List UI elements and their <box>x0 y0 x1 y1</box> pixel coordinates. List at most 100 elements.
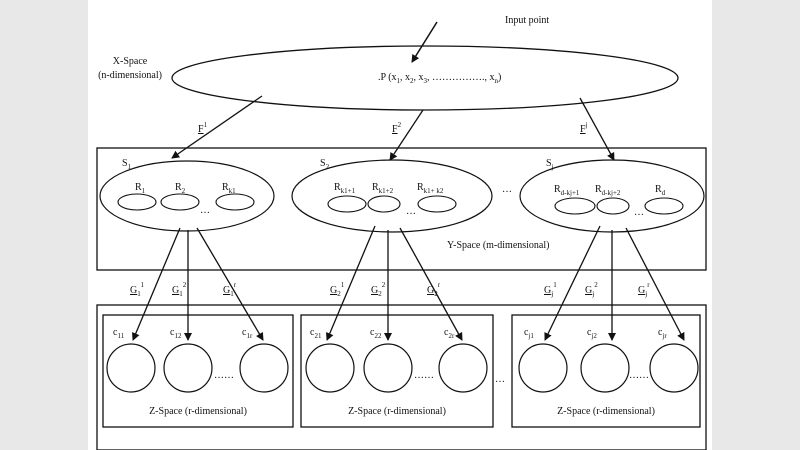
svg-text:c21: c21 <box>310 327 322 340</box>
rk1-base: R <box>222 182 229 193</box>
svg-text:cj2: cj2 <box>587 327 597 340</box>
rdkj1-base: R <box>554 184 561 195</box>
g1-2-label: G12 <box>172 281 187 298</box>
c2r-base: c <box>444 327 449 338</box>
svg-text:c12: c12 <box>170 327 182 340</box>
rdkj2-base: R <box>595 184 602 195</box>
svg-text:S2: S2 <box>320 158 330 171</box>
point-x2-sub: 2 <box>410 77 414 85</box>
sj-sub: j <box>551 163 554 171</box>
z-box-1-dots: …… <box>214 370 234 381</box>
f2-base: F <box>392 124 398 135</box>
c2r-circle <box>438 343 488 393</box>
g2-r-arrow <box>399 227 463 341</box>
rd-sub: d <box>662 189 666 197</box>
svg-text:Rd-kj+1: Rd-kj+1 <box>554 184 580 197</box>
svg-text:Sj: Sj <box>546 158 554 171</box>
svg-text:c2r: c2r <box>444 327 455 340</box>
rk1p2-base: R <box>372 182 379 193</box>
input-point-arrow <box>411 21 438 63</box>
f-label-2: F2 <box>392 121 402 135</box>
svg-text:cjr: cjr <box>658 327 667 340</box>
sj-dots: … <box>634 207 644 218</box>
cj1-sub: j1 <box>527 332 534 340</box>
g2-r-label: G2r <box>427 281 441 298</box>
point-x3-sub: 3 <box>424 77 428 85</box>
c12-base: c <box>170 327 175 338</box>
svg-text:c11: c11 <box>113 327 125 340</box>
r1-ellipse <box>117 193 157 211</box>
f1-sup: 1 <box>204 121 208 129</box>
right-side-bar <box>712 0 800 450</box>
s1-sub: 1 <box>128 163 132 171</box>
c22-circle <box>363 343 413 393</box>
z-box-1-frame <box>102 314 294 428</box>
z-space-between-dots: … <box>495 374 505 385</box>
r2-sub: 2 <box>182 187 186 195</box>
svg-text:Rk1+1: Rk1+1 <box>334 182 356 195</box>
c11-sub: 11 <box>117 332 124 340</box>
s1-group: S1 R1 R2 Rk1 … <box>99 158 275 232</box>
point-sep1: , x <box>400 72 410 83</box>
r2-ellipse <box>160 193 200 211</box>
cjr-circle <box>649 343 699 393</box>
g2-1-arrow <box>326 225 376 341</box>
svg-text:cj1: cj1 <box>524 327 534 340</box>
g1-r-arrow <box>196 227 264 341</box>
point-prefix: .P (x <box>378 72 397 83</box>
x-space-point: .P (x1, x2, x3, ……………., xn) <box>378 72 501 85</box>
c22-sub: 22 <box>374 332 382 340</box>
point-x1-sub: 1 <box>397 77 401 85</box>
svg-text:Fj: Fj <box>580 121 588 135</box>
y-space-label: Y-Space (m-dimensional) <box>447 240 549 251</box>
gj-1-arrow <box>544 225 601 341</box>
point-xn-sub: n <box>495 77 499 85</box>
z-box-1-label: Z-Space (r-dimensional) <box>149 406 247 417</box>
sj-name: S <box>546 158 552 169</box>
svg-text:c1r: c1r <box>242 327 253 340</box>
c1r-circle <box>239 343 289 393</box>
cjr-sub: jr <box>661 332 667 340</box>
rk1p2-ellipse <box>367 195 401 213</box>
cj1-circle <box>518 343 568 393</box>
s1-dots: … <box>200 205 210 216</box>
z-box-3-frame <box>511 314 701 428</box>
z-space-container <box>96 304 707 450</box>
svg-text:S1: S1 <box>122 158 132 171</box>
s2-dots: … <box>406 206 416 217</box>
r2-base: R <box>175 182 182 193</box>
point-sep2: , x <box>414 72 424 83</box>
rk1p1-ellipse <box>327 195 367 213</box>
rk1p1-base: R <box>334 182 341 193</box>
svg-text:Rd: Rd <box>655 184 666 197</box>
r1-base: R <box>135 182 142 193</box>
g1-1-label: G11 <box>130 281 144 298</box>
fj-arrow <box>579 97 615 161</box>
x-space-ellipse <box>171 45 679 111</box>
cj1-base: c <box>524 327 529 338</box>
y-space-box <box>96 147 707 271</box>
c11-circle <box>106 343 156 393</box>
rk1pk2-sub: k1+ k2 <box>424 187 444 195</box>
y-space-between-dots: … <box>502 184 512 195</box>
svg-text:Rk1+2: Rk1+2 <box>372 182 394 195</box>
s2-group: S2 Rk1+1 Rk1+2 Rk1+ k2 … <box>291 158 493 233</box>
rdkj2-ellipse <box>596 197 630 215</box>
svg-text:Rk1+ k2: Rk1+ k2 <box>417 182 444 195</box>
g2-2-label: G22 <box>371 281 386 298</box>
rd-ellipse <box>644 197 684 215</box>
gj-2-label: Gj2 <box>585 281 598 298</box>
g1-1-arrow <box>132 227 181 341</box>
cjr-base: c <box>658 327 663 338</box>
c1r-sub: 1r <box>246 332 253 340</box>
gj-1-label: Gj1 <box>544 281 557 298</box>
svg-text:Rk1: Rk1 <box>222 182 236 195</box>
f1-base: F <box>198 124 204 135</box>
left-side-bar <box>0 0 88 450</box>
r1-sub: 1 <box>142 187 146 195</box>
z-box-2-frame <box>300 314 494 428</box>
c12-circle <box>163 343 213 393</box>
c11-base: c <box>113 327 118 338</box>
s2-name: S <box>320 158 326 169</box>
